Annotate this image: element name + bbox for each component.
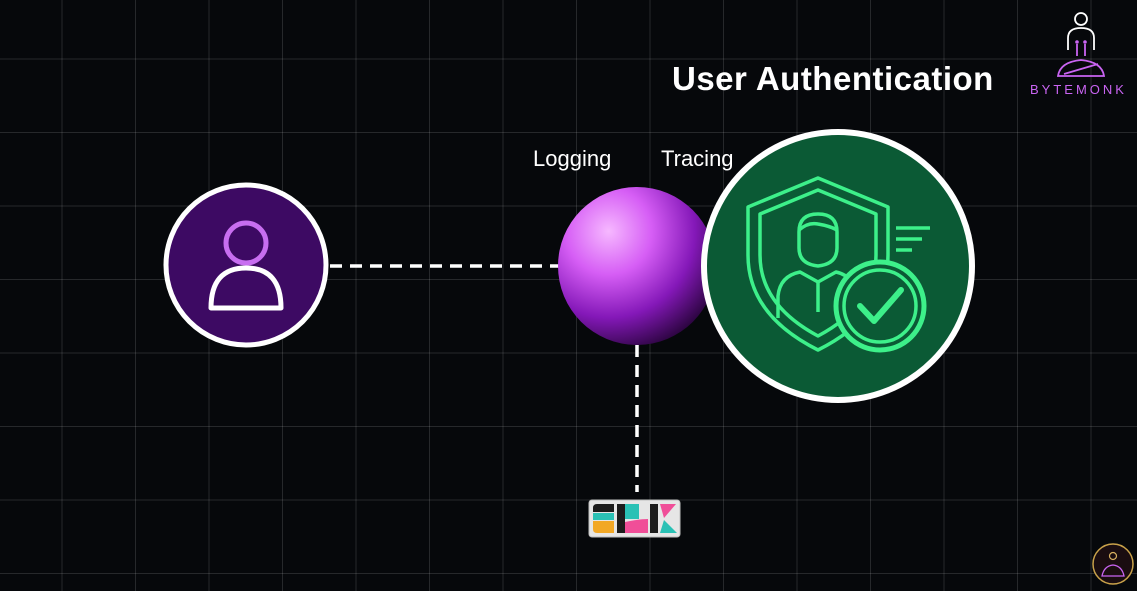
elk-logo-icon[interactable] [588, 499, 681, 538]
user-node[interactable] [163, 182, 329, 348]
user-icon [208, 220, 284, 311]
logging-label: Logging [533, 146, 612, 171]
monk-logo-icon [1056, 12, 1106, 77]
channel-watermark-icon [1092, 543, 1134, 585]
brand-name: BYTEMONK [1030, 82, 1127, 97]
gateway-sphere[interactable] [558, 187, 716, 345]
shield-user-check-icon [746, 176, 930, 353]
tracing-label: Tracing [661, 146, 734, 171]
diagram-title: User Authentication [672, 60, 994, 97]
auth-service-node[interactable] [701, 129, 975, 403]
